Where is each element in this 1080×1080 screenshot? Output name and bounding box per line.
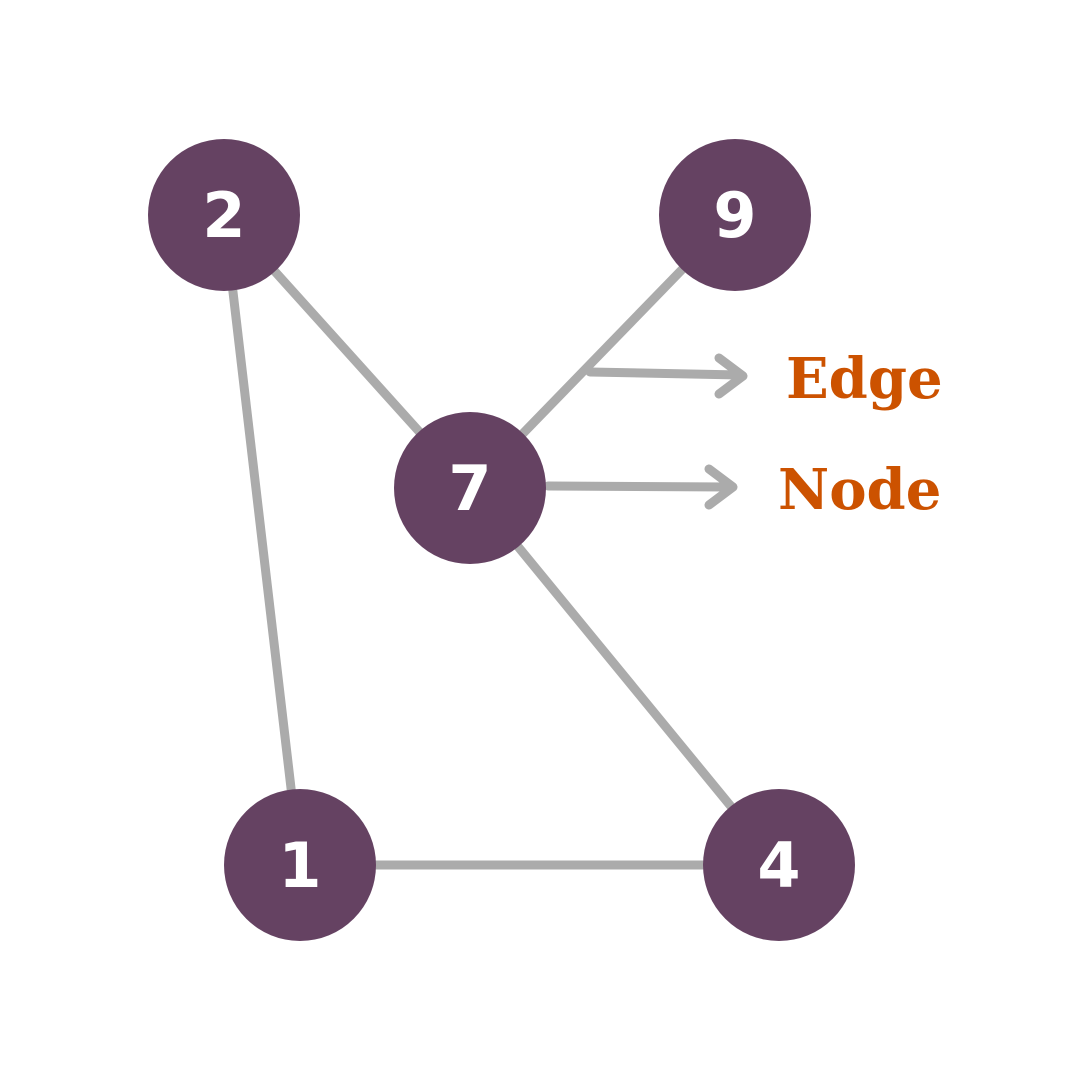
node-circle [148, 139, 300, 291]
edge-n2-n1 [219, 210, 305, 870]
node-label: 9 [713, 179, 756, 252]
node-2: 2 [148, 139, 300, 291]
node-label: 4 [757, 829, 800, 902]
node-label: 7 [448, 452, 491, 525]
node-9: 9 [659, 139, 811, 291]
edge-callout-label: Edge [786, 346, 943, 412]
node-circle [703, 789, 855, 941]
edge-callout-arrowhead [714, 353, 748, 399]
node-circle [224, 789, 376, 941]
node-label: 1 [278, 829, 321, 902]
callouts-layer: Edge Node [543, 346, 943, 523]
edge-callout-arrow [585, 367, 745, 380]
node-7: 7 [394, 412, 546, 564]
node-circle [659, 139, 811, 291]
node-label: 2 [202, 179, 245, 252]
nodes-layer: 2 9 7 1 4 [148, 139, 855, 941]
node-4: 4 [703, 789, 855, 941]
node-callout-label: Node [778, 457, 941, 523]
node-callout-arrow [543, 481, 735, 492]
node-callout-arrowhead [704, 464, 738, 510]
node-circle [394, 412, 546, 564]
node-1: 1 [224, 789, 376, 941]
edge-n7-n4 [465, 483, 784, 870]
